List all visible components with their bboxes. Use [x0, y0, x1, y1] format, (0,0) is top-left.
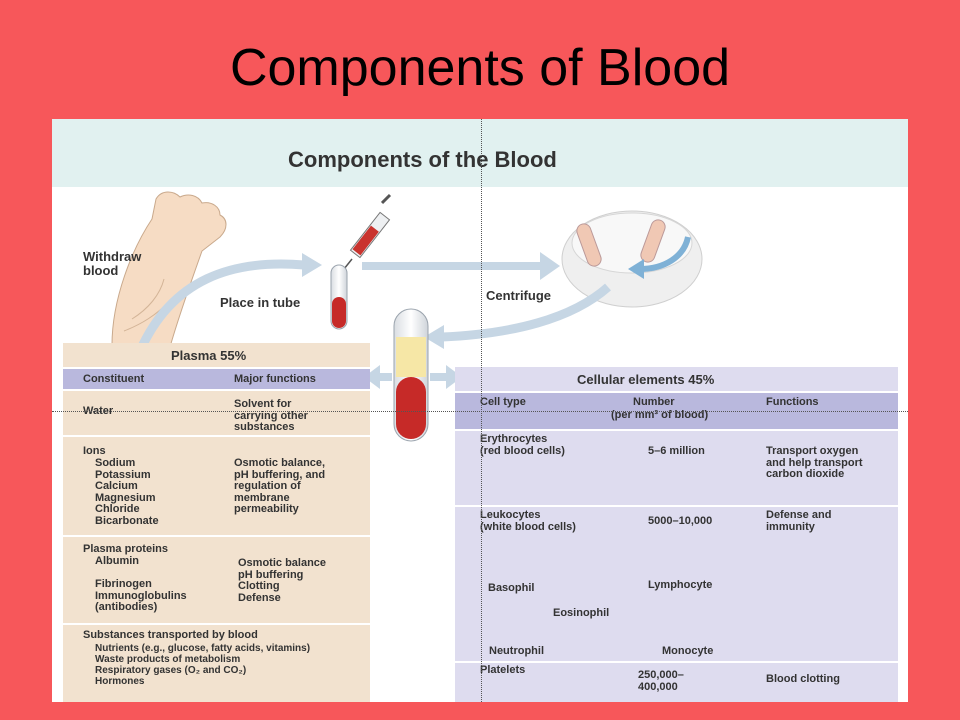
cell-erythrocytes-functions: Transport oxygen and help transport carb… [766, 445, 863, 480]
guide-line-vertical [481, 119, 482, 702]
cell-platelets-functions: Blood clotting [766, 673, 840, 685]
cell-platelets-number: 250,000– 400,000 [638, 669, 684, 693]
plasma-row-proteins-items: Albumin Fibrinogen Immunoglobulins (anti… [95, 555, 187, 613]
cell-leukocytes-functions: Defense and immunity [766, 509, 832, 533]
plasma-row-water-functions: Solvent for carrying other substances [234, 398, 308, 433]
cell-erythrocytes: Erythrocytes (red blood cells) [480, 433, 565, 457]
plasma-col-functions: Major functions [234, 373, 316, 385]
cell-platelets: Platelets [480, 664, 526, 676]
plasma-heading: Plasma 55% [171, 348, 247, 363]
guide-line-horizontal [52, 411, 908, 412]
cell-erythrocytes-number: 5–6 million [648, 445, 705, 457]
basophil-label: Basophil [488, 582, 535, 594]
lymphocyte-label: Lymphocyte [648, 579, 713, 591]
separated-blood-tube [393, 308, 429, 442]
cellular-col-type: Cell type [480, 396, 526, 408]
figure-header [52, 119, 908, 187]
cellular-heading-band [455, 367, 898, 391]
plasma-column-header [63, 369, 370, 389]
plasma-row-proteins: Plasma proteins [83, 543, 168, 555]
cellular-heading: Cellular elements 45% [577, 372, 715, 387]
slide-title: Components of Blood [229, 39, 731, 97]
place-in-tube-label: Place in tube [220, 295, 301, 310]
cell-leukocytes: Leukocytes (white blood cells) [480, 509, 576, 533]
figure-title: Components of the Blood [288, 147, 557, 172]
plasma-col-constituent: Constituent [83, 373, 145, 385]
plasma-row-ions: Ions [83, 445, 106, 457]
cellular-col-number-sub: (per mm³ of blood) [611, 409, 709, 421]
neutrophil-label: Neutrophil [489, 645, 544, 657]
cellular-col-functions: Functions [766, 396, 819, 408]
plasma-row-transported-items: Nutrients (e.g., glucose, fatty acids, v… [95, 643, 311, 687]
cellular-col-number: Number [633, 396, 675, 408]
figure-panel: Components of the Blood [52, 119, 908, 702]
plasma-heading-band [63, 343, 370, 367]
syringe-illustration [343, 193, 392, 270]
plasma-row-ions-items: Sodium Potassium Calcium Magnesium Chlor… [95, 457, 159, 527]
small-tube-illustration [330, 264, 348, 330]
cell-leukocytes-number: 5000–10,000 [648, 515, 713, 527]
centrifuge-label: Centrifuge [486, 288, 551, 303]
plasma-row-proteins-functions: Osmotic balance pH buffering Clotting De… [238, 557, 327, 604]
plasma-row-transported: Substances transported by blood [83, 629, 258, 641]
plasma-body [63, 391, 370, 702]
plasma-row-ions-functions: Osmotic balance, pH buffering, and regul… [234, 457, 326, 515]
withdraw-blood-label: Withdraw blood [83, 249, 142, 278]
cellular-body [455, 431, 898, 702]
monocyte-label: Monocyte [662, 645, 714, 657]
centrifuge-illustration [561, 210, 703, 308]
eosinophil-label: Eosinophil [553, 607, 610, 619]
